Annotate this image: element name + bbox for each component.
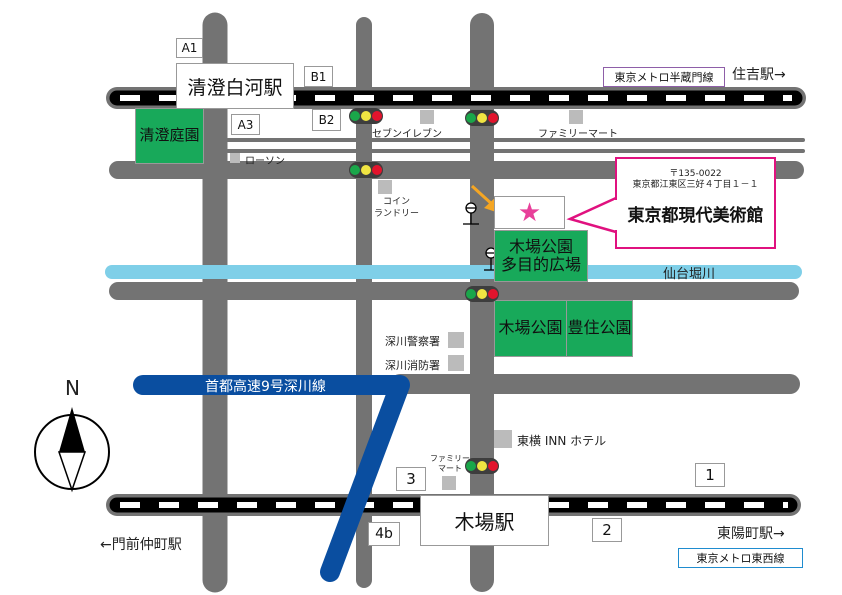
toyocho-direction: 東陽町駅→	[717, 526, 785, 542]
park-kiyosumi-garden: 清澄庭園	[135, 108, 204, 164]
coin-laundry-label: コインランドリー	[374, 196, 419, 220]
exit-4b: 4b	[368, 522, 400, 546]
park-kiba-plaza-line2: 多目的広場	[500, 255, 581, 274]
callout-pointer	[566, 196, 617, 234]
park-kiba-plaza-line1: 木場公園	[508, 236, 573, 256]
toyoko-inn-marker	[494, 430, 512, 448]
lawson-label: ローソン	[245, 156, 285, 167]
familymart-kiba-line1: ファミリー	[430, 454, 470, 463]
police-marker	[448, 332, 464, 348]
river-label: 仙台堀川	[663, 267, 716, 282]
compass-north: N	[65, 376, 80, 400]
expressway	[133, 375, 410, 582]
coin-laundry-line2: ランドリー	[374, 209, 420, 219]
hanzomon-line-label: 東京メトロ半蔵門線	[603, 67, 725, 87]
museum-location-star-icon[interactable]: ★	[494, 196, 565, 229]
traffic-light-icon	[465, 110, 499, 126]
traffic-light-icon	[349, 162, 383, 178]
exit-a3: A3	[231, 114, 260, 135]
fire-station-label: 深川消防署	[385, 359, 440, 372]
museum-callout: 〒135-0022 東京都江東区三好４丁目１－１ 東京都現代美術館	[615, 157, 776, 249]
museum-address: 東京都江東区三好４丁目１－１	[632, 180, 759, 190]
exit-2: 2	[592, 518, 622, 542]
station-kiba[interactable]: 木場駅	[420, 495, 549, 546]
familymart-marker	[569, 110, 583, 124]
exit-3: 3	[396, 467, 426, 491]
compass-icon	[34, 407, 110, 493]
coin-laundry-marker	[378, 180, 392, 194]
familymart-kiba-label: ファミリーマート	[430, 454, 470, 474]
familymart-kiba-line2: マート	[438, 464, 462, 473]
callout-joint	[614, 200, 619, 230]
park-kiba: 木場公園	[494, 300, 567, 357]
seven-eleven-marker	[420, 110, 434, 124]
exit-1: 1	[695, 463, 725, 487]
fire-station-marker	[448, 355, 464, 371]
museum-postal: 〒135-0022	[669, 169, 722, 179]
exit-b2: B2	[312, 109, 341, 131]
monzen-nakacho-direction: ←門前仲町駅	[100, 537, 182, 553]
traffic-light-icon	[349, 108, 383, 124]
traffic-light-icon	[465, 286, 499, 302]
familymart-kiba-marker	[442, 476, 456, 490]
toyoko-inn-label: 東横 INN ホテル	[517, 434, 607, 448]
exit-a1: A1	[176, 38, 203, 58]
expressway-label: 首都高速9号深川線	[205, 379, 326, 395]
lawson-marker	[230, 153, 240, 163]
exit-b1: B1	[304, 66, 333, 87]
coin-laundry-line1: コイン	[383, 197, 411, 207]
police-label: 深川警察署	[385, 335, 440, 348]
seven-eleven-label: セブンイレブン	[372, 129, 442, 140]
station-kiyosumi-shirakawa[interactable]: 清澄白河駅	[176, 63, 294, 109]
familymart-label: ファミリーマート	[538, 129, 618, 140]
traffic-light-icon	[465, 458, 499, 474]
tozai-line-label: 東京メトロ東西線	[678, 548, 803, 568]
museum-name: 東京都現代美術館	[627, 206, 764, 226]
park-kiba-plaza: 木場公園 多目的広場	[494, 230, 588, 282]
sumiyoshi-direction: 住吉駅→	[732, 67, 786, 83]
bus-stop-icon	[463, 202, 479, 225]
park-toyosumi: 豊住公園	[566, 300, 633, 357]
